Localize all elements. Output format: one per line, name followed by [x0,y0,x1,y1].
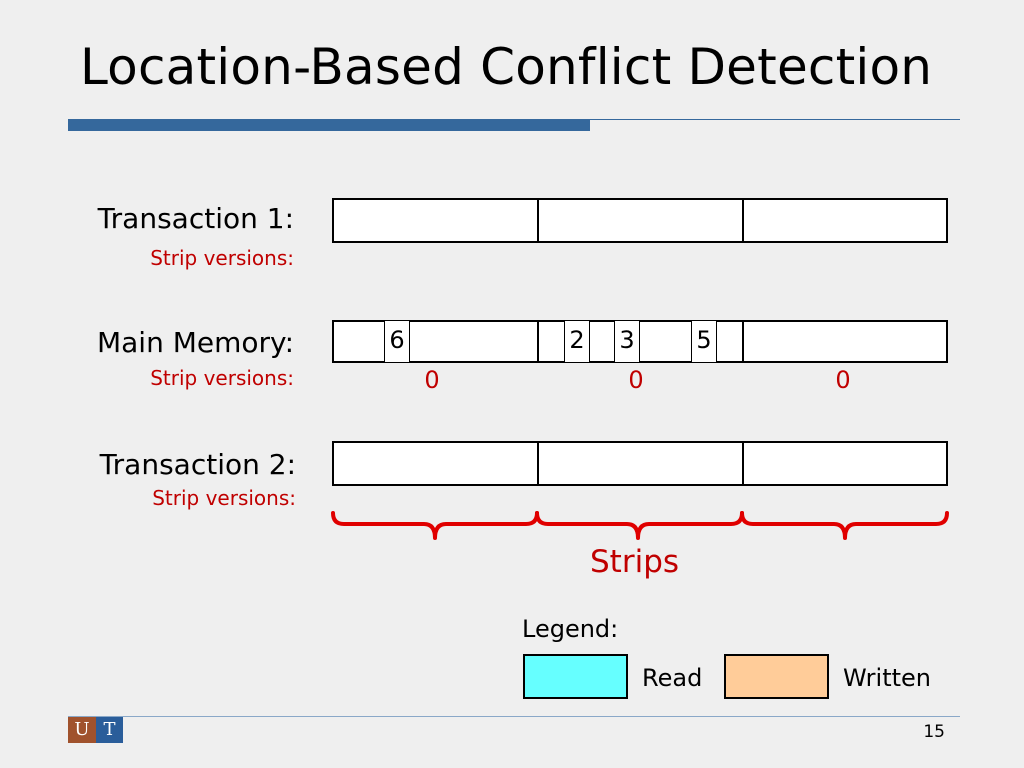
strip-divider [537,322,539,361]
strip-brace-3 [740,511,949,540]
legend-read-label: Read [642,664,703,692]
strip-divider [537,443,539,484]
page-number: 15 [923,722,945,742]
legend-title: Legend: [522,615,619,643]
strip-brace-2 [535,511,744,540]
strips-label: Strips [590,544,680,580]
title-underline-thick [68,119,590,131]
strip-version-1: 0 [424,366,440,394]
transaction-1-strip-versions-label: Strip versions: [150,246,294,270]
strip-divider [742,322,744,361]
memory-location-2: 2 [564,320,590,363]
transaction-1-label: Transaction 1: [97,202,294,235]
memory-location-3: 3 [614,320,640,363]
strips-braces [331,511,949,540]
strip-brace-1 [331,511,539,540]
strip-version-3: 0 [835,366,851,394]
university-logo: U T [68,717,123,743]
transaction-1-strips [332,198,948,243]
memory-location-5: 5 [691,320,717,363]
strip-version-2: 0 [628,366,644,394]
legend-written-label: Written [843,664,931,692]
transaction-2-strip-versions-label: Strip versions: [152,486,296,510]
transaction-2-strips [332,441,948,486]
main-memory-strips [332,320,948,363]
transaction-2-label: Transaction 2: [99,448,296,481]
memory-location-6: 6 [384,320,410,363]
strip-divider [537,200,539,241]
logo-right-block: T [96,717,123,743]
legend-read-swatch [523,654,628,699]
strip-divider [742,443,744,484]
footer-rule [68,716,960,717]
strip-divider [742,200,744,241]
legend-written-swatch [724,654,829,699]
main-memory-strip-versions-label: Strip versions: [150,366,294,390]
slide-title: Location-Based Conflict Detection [80,38,933,96]
main-memory-label: Main Memory: [96,326,294,359]
title-underline-thin [590,119,960,120]
logo-left-block: U [68,717,96,743]
